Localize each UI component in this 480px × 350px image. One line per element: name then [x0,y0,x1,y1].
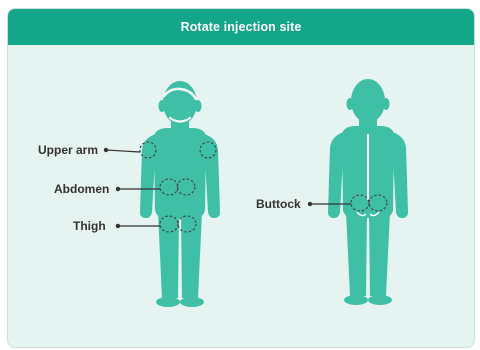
buttock-label: Buttock [256,197,301,211]
front-child-figure [140,81,220,307]
upper-arm-leader-line [106,150,140,152]
upper-arm-leader-dot [104,148,107,151]
abdomen-leader-dot [116,187,119,190]
buttock-leader-dot [308,202,311,205]
upper-arm-label: Upper arm [38,143,98,157]
thigh-label: Thigh [73,219,106,233]
thigh-leader-dot [116,224,119,227]
abdomen-label: Abdomen [54,182,109,196]
